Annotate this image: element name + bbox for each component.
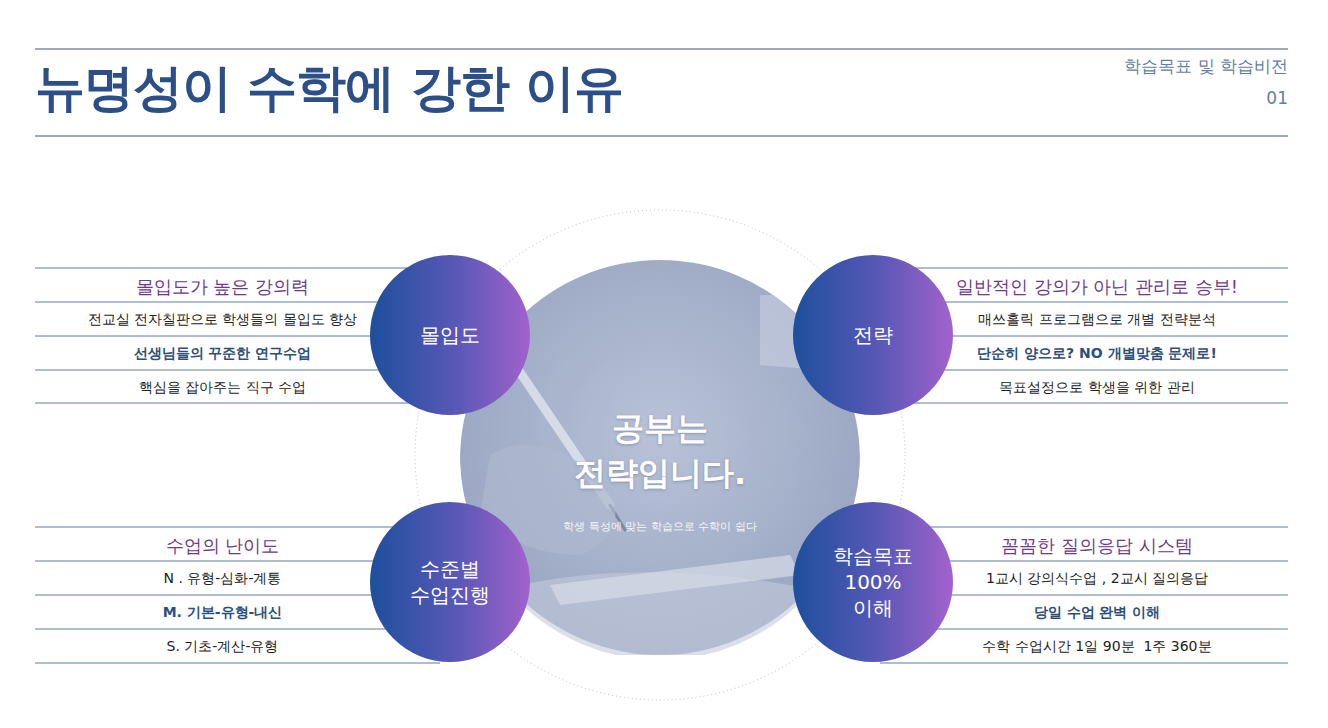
circle-label: 공부는 전략입니다. — [555, 406, 765, 496]
band-row: N . 유형-심화-계통 — [40, 570, 405, 587]
feature-circle: 학습목표 100% 이해 — [793, 502, 953, 662]
band-row: 당일 수업 완벽 이해 — [912, 604, 1282, 621]
circle-content: 수준별 수업진행 — [370, 502, 530, 662]
band-row: 핵심을 잡아주는 직구 수업 — [40, 379, 405, 396]
circle-label: 몰입도 — [400, 322, 500, 348]
band-heading: 꼼꼼한 질의응답 시스템 — [912, 535, 1282, 557]
gradient-circle — [370, 502, 530, 662]
feature-circle: 몰입도 — [370, 255, 530, 415]
band-row: M. 기본-유형-내신 — [40, 604, 405, 621]
band-row: 단순히 양으로? NO 개별맞춤 문제로! — [912, 345, 1282, 362]
band-row: 선생님들의 꾸준한 연구수업 — [40, 345, 405, 362]
band-row: 1교시 강의식수업 , 2교시 질의응답 — [912, 570, 1282, 587]
band-row: 전교실 전자칠판으로 학생들의 몰입도 향상 — [40, 311, 405, 328]
feature-circle: 수준별 수업진행 — [370, 502, 530, 662]
band-row: S. 기초-계산-유형 — [40, 638, 405, 655]
band-heading: 일반적인 강의가 아닌 관리로 승부! — [912, 276, 1282, 298]
section-name: 학습목표 및 학습비전 — [988, 56, 1288, 76]
circle-content: 전략 — [793, 255, 953, 415]
circle-label: 수준별 수업진행 — [400, 556, 500, 608]
band-heading: 수업의 난이도 — [40, 535, 405, 557]
band-row: 목표설정으로 학생을 위한 관리 — [912, 379, 1282, 396]
page-title: 뉴명성이 수학에 강한 이유 — [35, 58, 623, 118]
band-row: 매쓰홀릭 프로그램으로 개별 전략분석 — [912, 311, 1282, 328]
circle-subtitle: 학생 특성에 맞는 학습으로 수학이 쉽다 — [510, 520, 810, 534]
circle-content: 학습목표 100% 이해 — [793, 502, 953, 662]
band-row: 수학 수업시간 1일 90분 1주 360분 — [912, 638, 1282, 655]
feature-circle: 전략 — [793, 255, 953, 415]
circle-label: 전략 — [823, 322, 923, 348]
circle-label: 학습목표 100% 이해 — [823, 543, 923, 621]
band-heading: 몰입도가 높은 강의력 — [40, 276, 405, 298]
page-number: 01 — [988, 88, 1288, 108]
circle-content: 몰입도 — [370, 255, 530, 415]
